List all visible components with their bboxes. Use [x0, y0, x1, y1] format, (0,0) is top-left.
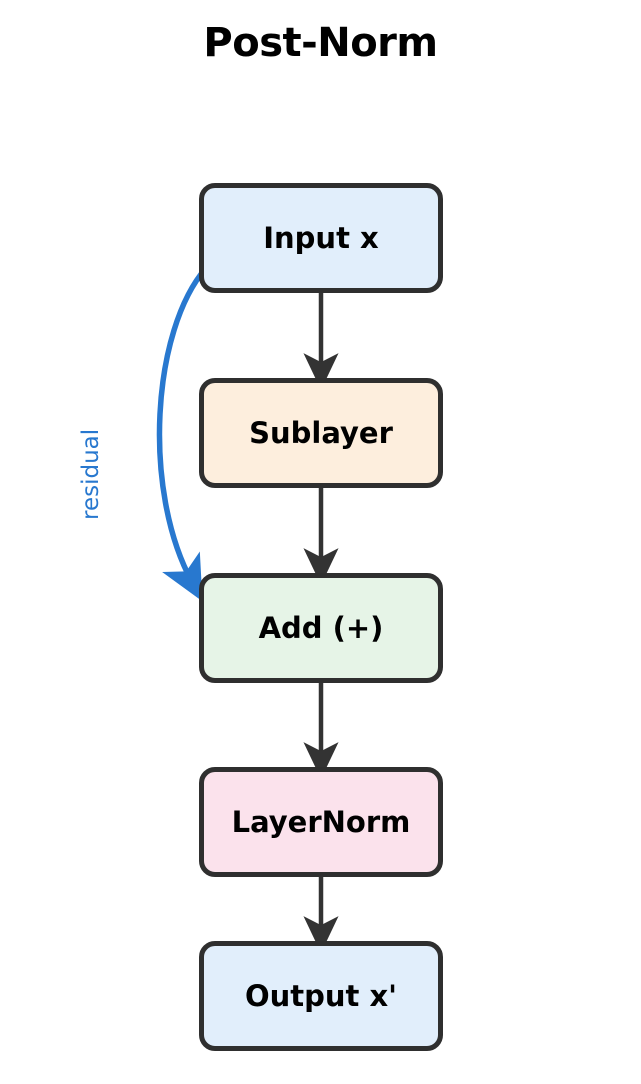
node-sublayer[interactable]: Sublayer — [199, 378, 443, 488]
edge-residual-curve — [156, 265, 209, 602]
node-output[interactable]: Output x' — [199, 941, 443, 1051]
node-add-label: Add (+) — [258, 610, 384, 645]
node-layernorm-label: LayerNorm — [231, 804, 411, 839]
node-input[interactable]: Input x — [199, 183, 443, 293]
node-layernorm[interactable]: LayerNorm — [199, 767, 443, 877]
node-add[interactable]: Add (+) — [199, 573, 443, 683]
node-output-label: Output x' — [244, 978, 398, 1013]
node-sublayer-label: Sublayer — [249, 415, 393, 450]
page-title: Post-Norm — [203, 20, 438, 66]
node-input-label: Input x — [263, 220, 379, 255]
residual-edge-label: residual — [78, 428, 104, 520]
